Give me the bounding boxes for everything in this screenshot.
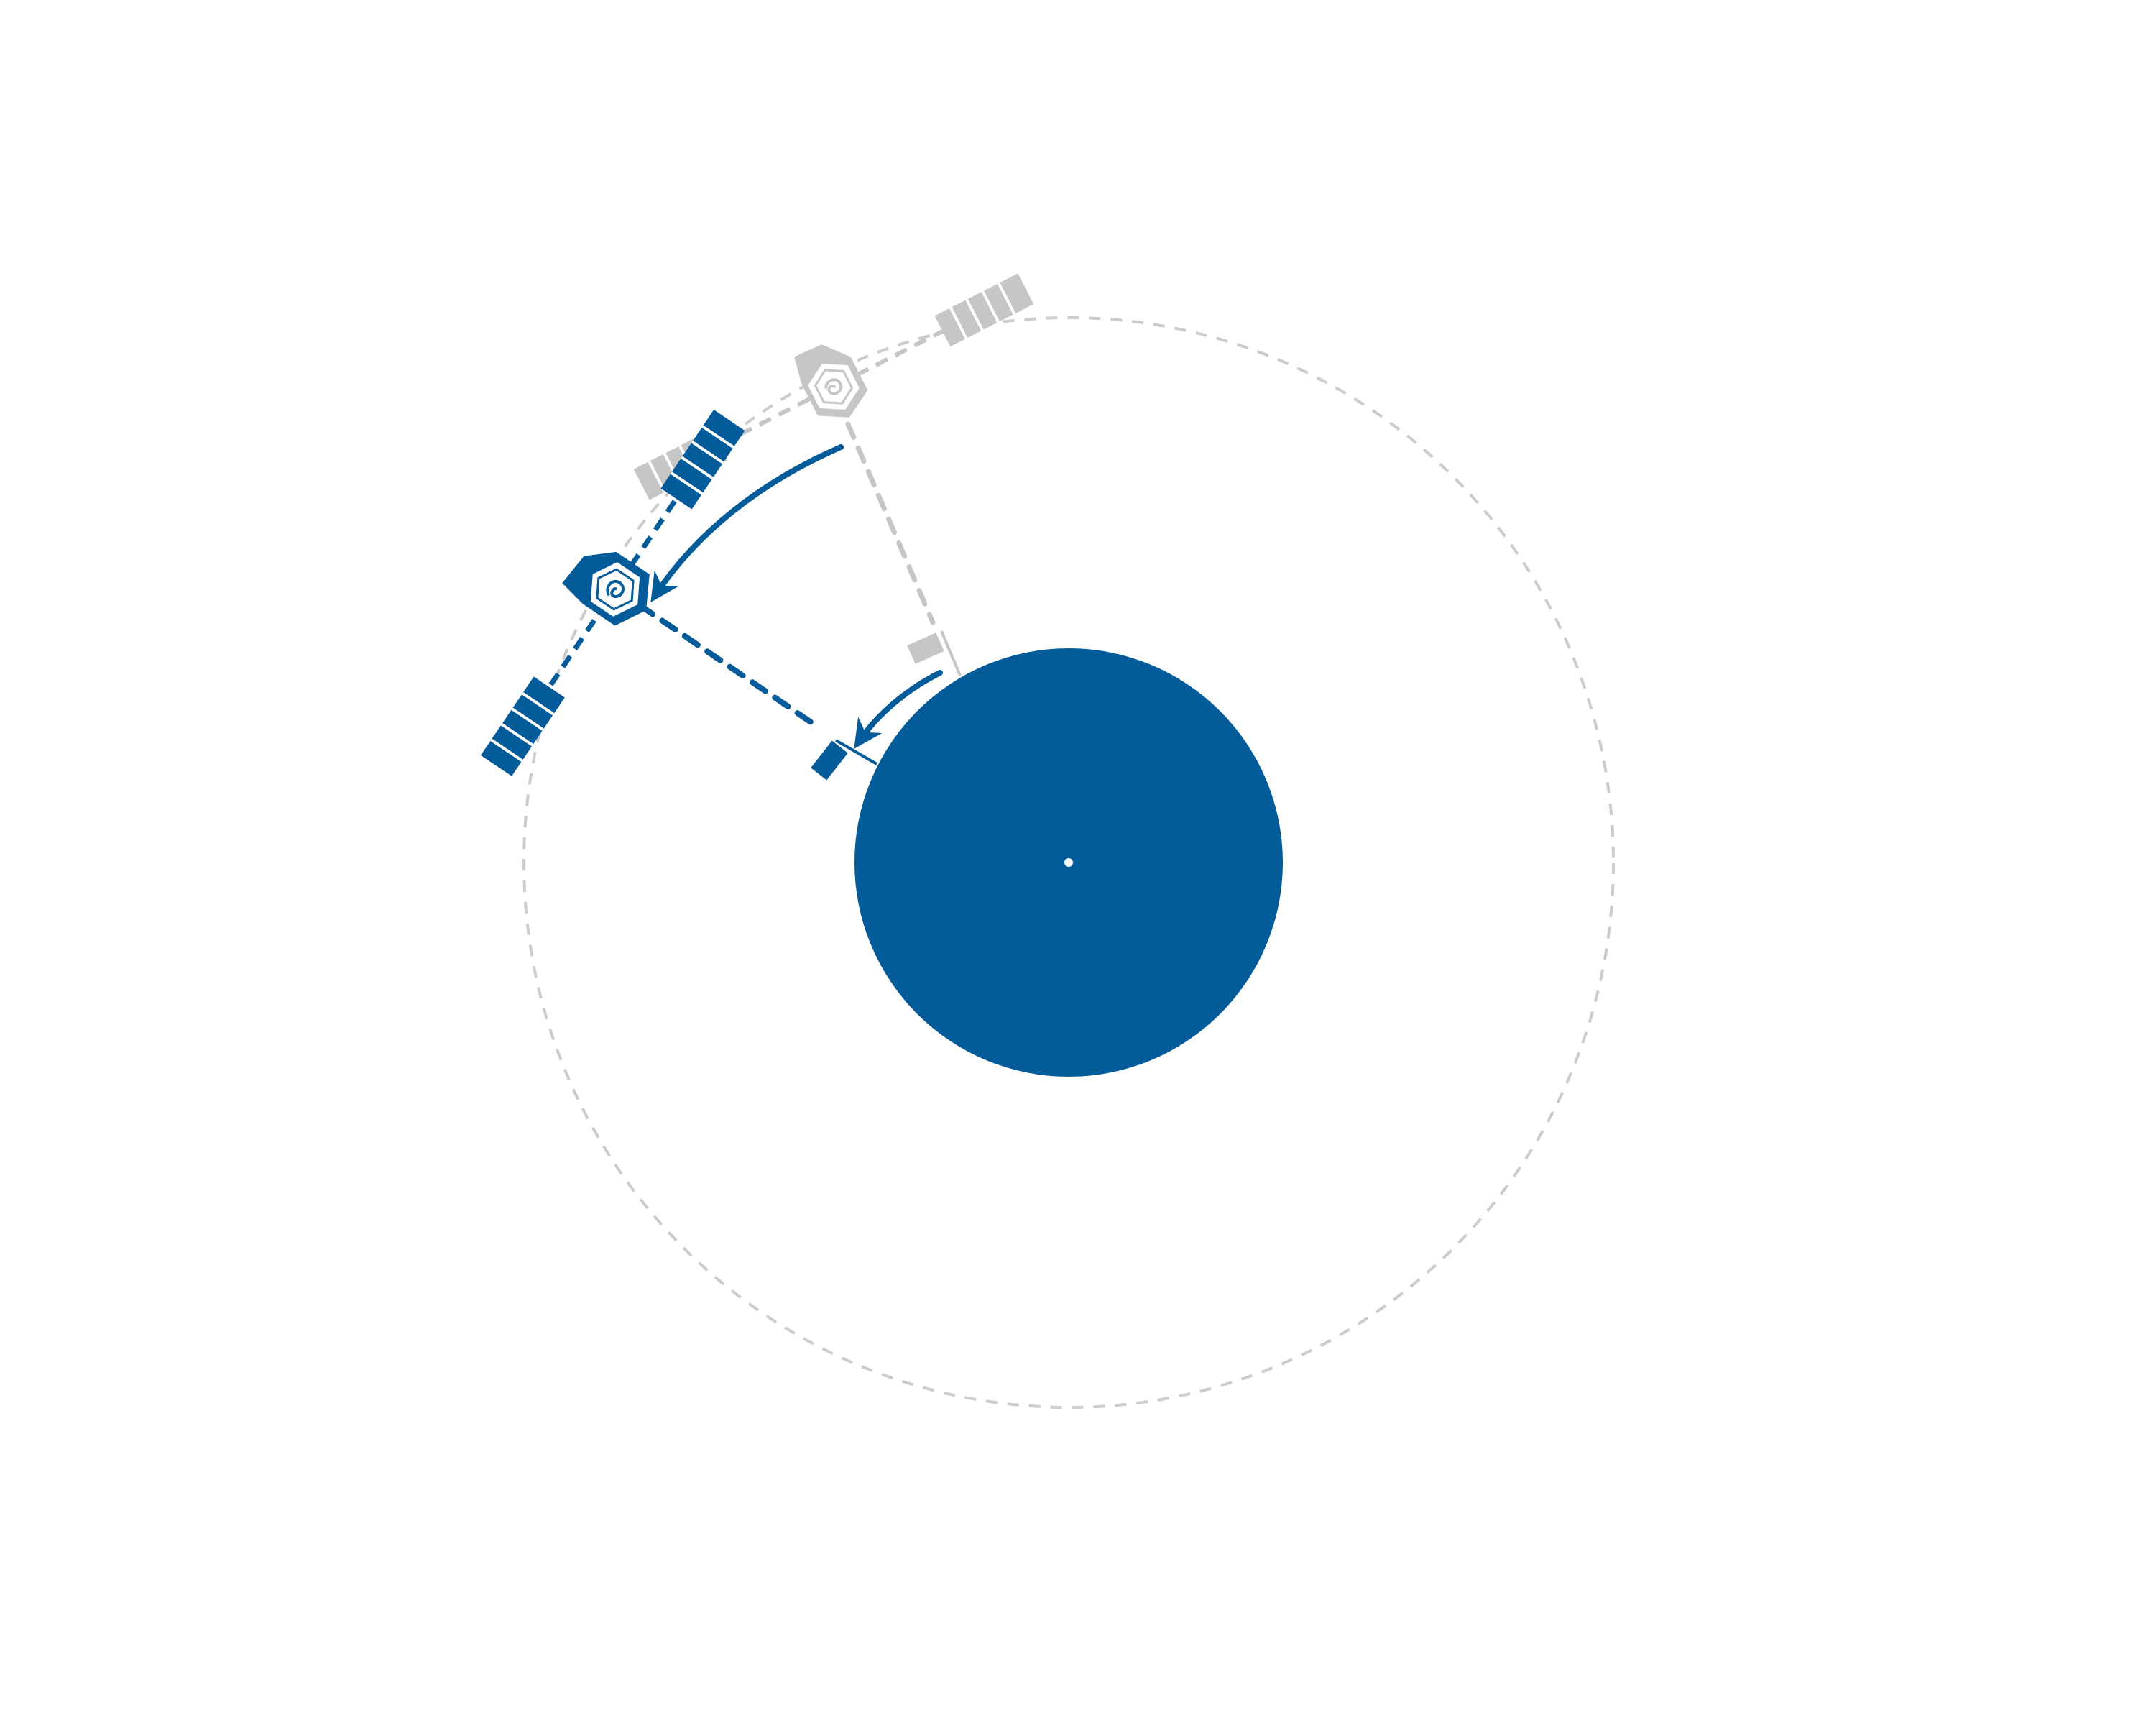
solar-panel-right bbox=[934, 273, 1034, 347]
previous-pointing-tick bbox=[940, 630, 962, 676]
spiral-galaxy-icon bbox=[606, 579, 625, 598]
satellite-current-position bbox=[480, 410, 745, 776]
current-target-marker bbox=[811, 740, 848, 781]
orbit-path bbox=[522, 316, 1615, 1409]
current-pointing-tick bbox=[834, 739, 878, 765]
previous-pointing-line bbox=[845, 421, 936, 625]
spiral-galaxy-icon bbox=[824, 378, 843, 395]
solar-panel-right bbox=[660, 410, 745, 510]
surface-target-shift-arrow bbox=[854, 670, 943, 749]
solar-panel-left bbox=[480, 676, 565, 776]
planet-center-dot bbox=[1064, 858, 1073, 867]
previous-target-marker bbox=[907, 632, 944, 664]
current-pointing-line bbox=[637, 602, 819, 729]
orbital-motion-arrow bbox=[650, 444, 844, 603]
